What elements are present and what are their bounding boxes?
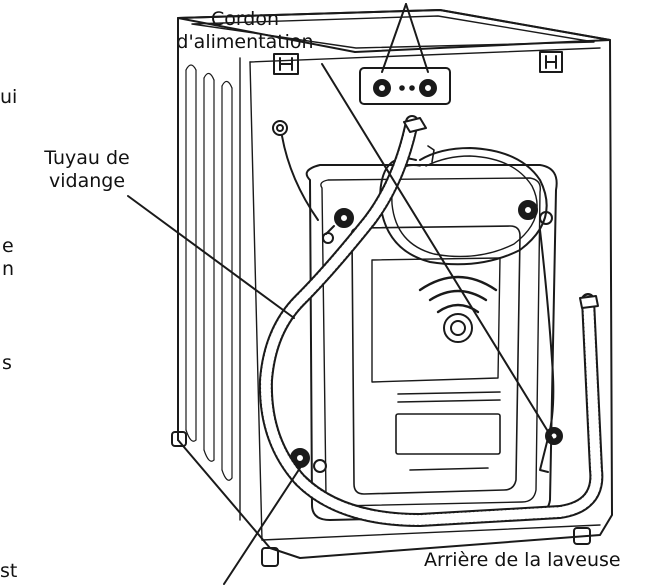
inlet-leader-right bbox=[406, 4, 428, 72]
power-cord bbox=[282, 136, 553, 472]
water-inlets bbox=[360, 68, 450, 104]
bolt-leader bbox=[224, 468, 300, 584]
callout-leaders bbox=[128, 4, 552, 584]
top-bracket-right bbox=[540, 52, 562, 72]
inlet-leader-left bbox=[382, 4, 406, 72]
top-bracket-left bbox=[274, 54, 298, 74]
drain-hose-leader bbox=[128, 196, 294, 318]
